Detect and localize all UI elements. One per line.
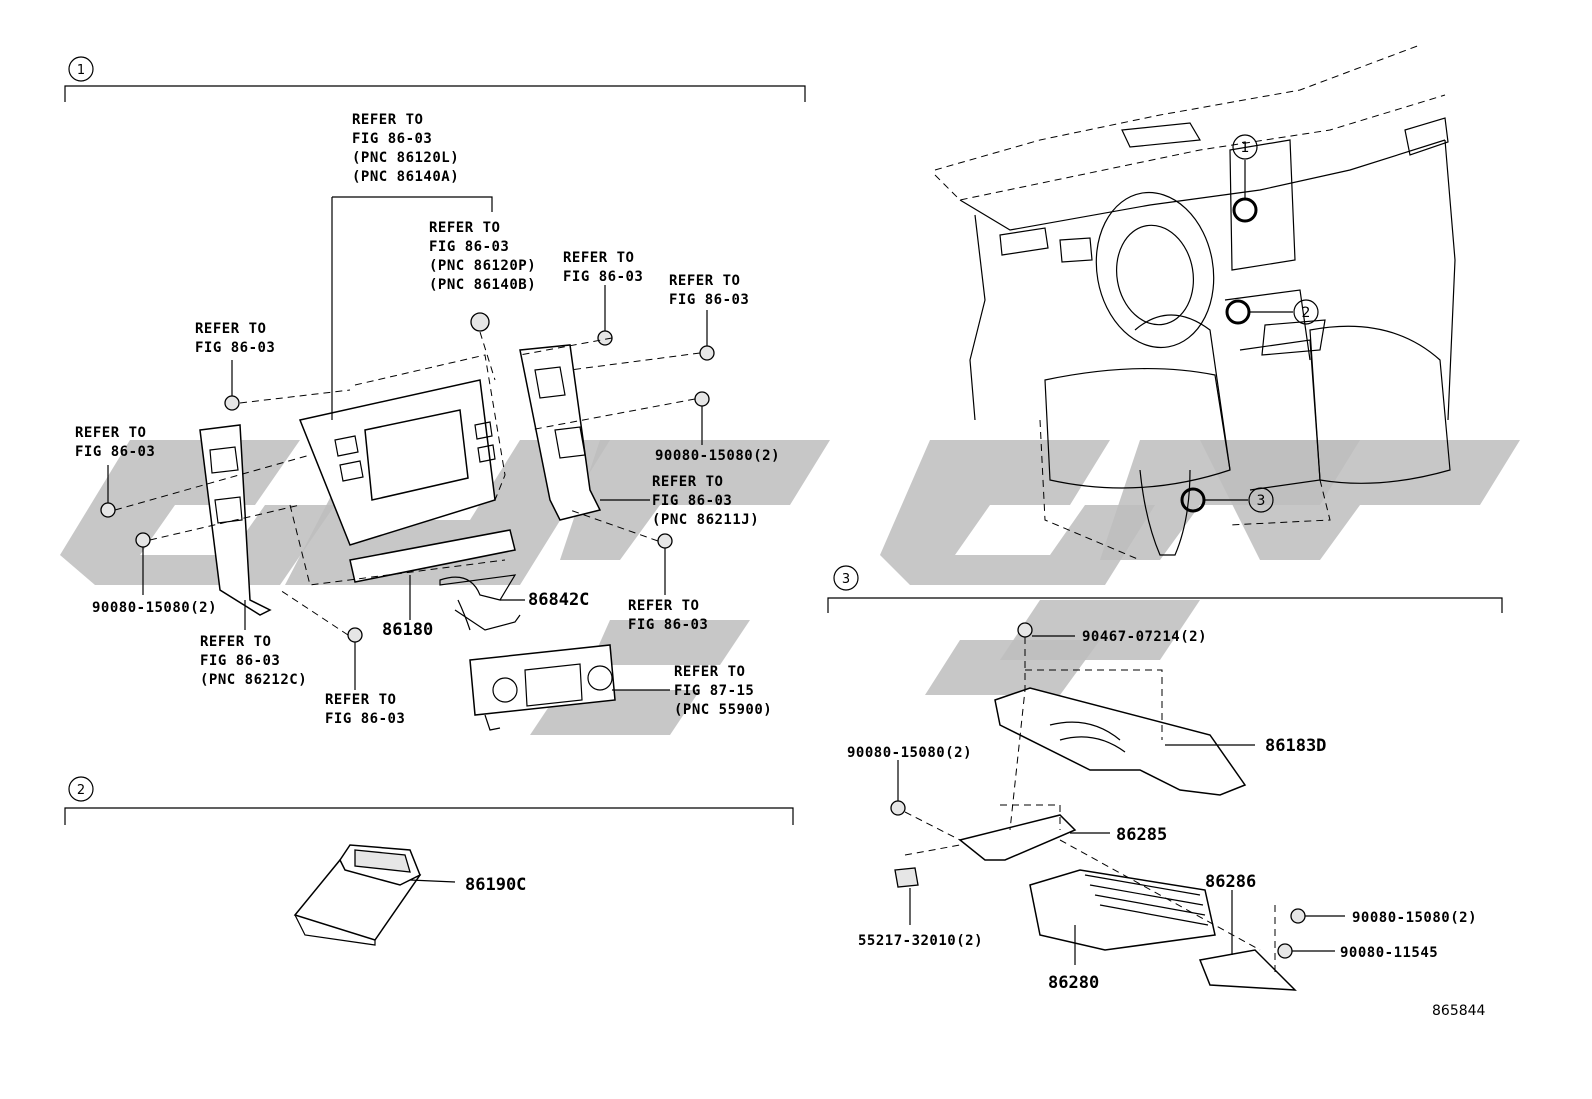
bolt-icon	[699, 345, 715, 361]
section-1-number: 1	[77, 63, 85, 78]
svg-text:REFER TO: REFER TO	[75, 425, 146, 441]
part-number-86183D: 86183D	[1265, 736, 1326, 756]
refer-climate-callout: REFER TO FIG 87-15 (PNC 55900)	[674, 664, 772, 718]
amplifier-cover-86183D	[994, 687, 1247, 796]
bolt-icon	[1017, 622, 1033, 638]
svg-text:FIG 86-03: FIG 86-03	[628, 617, 708, 633]
bolt-icon	[347, 627, 363, 643]
svg-text:REFER TO: REFER TO	[352, 112, 423, 128]
refer-bottom-bolt-callout: REFER TO FIG 86-03	[325, 692, 405, 727]
section-1-marker	[68, 56, 94, 82]
section-1-labels: REFER TO FIG 86-03 (PNC 86120L) (PNC 861…	[75, 112, 780, 727]
svg-text:REFER TO: REFER TO	[652, 474, 723, 490]
section-3-marker	[833, 565, 859, 591]
bolt-icon	[657, 533, 673, 549]
part-number-90080-15080: 90080-15080(2)	[92, 600, 217, 616]
section-3-number: 3	[842, 572, 850, 587]
vehicle-marker-2-number: 2	[1302, 305, 1311, 321]
part-number-86190C: 86190C	[465, 875, 526, 895]
svg-text:REFER TO: REFER TO	[563, 250, 634, 266]
svg-text:REFER TO: REFER TO	[628, 598, 699, 614]
svg-text:FIG 86-03: FIG 86-03	[652, 493, 732, 509]
svg-text:FIG 86-03: FIG 86-03	[669, 292, 749, 308]
part-number-90080-15080: 90080-15080(2)	[1352, 910, 1477, 926]
right-bracket	[519, 344, 602, 521]
svg-text:REFER TO: REFER TO	[195, 321, 266, 337]
bolt-icon	[1290, 908, 1306, 924]
display-screen	[364, 409, 469, 501]
bolt-icon	[1277, 943, 1293, 959]
lower-trim-86180	[349, 529, 516, 583]
bolt-icon	[100, 502, 116, 518]
svg-text:REFER TO: REFER TO	[200, 634, 271, 650]
refer-left-upper-callout: REFER TO FIG 86-03	[195, 321, 275, 356]
refer-bolt-top-callout: REFER TO FIG 86-03	[563, 250, 643, 285]
diagram-id: 865844	[1432, 1003, 1486, 1019]
part-number-90080-15080: 90080-15080(2)	[847, 745, 972, 761]
svg-text:FIG 86-03: FIG 86-03	[75, 444, 155, 460]
svg-text:REFER TO: REFER TO	[669, 273, 740, 289]
part-number-86285: 86285	[1116, 825, 1167, 845]
bracket-86285	[958, 814, 1077, 861]
refer-right-lower-callout: REFER TO FIG 86-03	[628, 598, 708, 633]
svg-text:FIG 87-15: FIG 87-15	[674, 683, 754, 699]
vehicle-marker-2	[1293, 299, 1319, 325]
svg-text:REFER TO: REFER TO	[325, 692, 396, 708]
svg-text:(PNC 86120P): (PNC 86120P)	[429, 258, 536, 274]
clip-icon	[894, 867, 919, 888]
svg-text:(PNC 86211J): (PNC 86211J)	[652, 512, 759, 528]
section-2-marker	[68, 776, 94, 802]
bolt-icon	[224, 395, 240, 411]
svg-text:FIG 86-03: FIG 86-03	[563, 269, 643, 285]
svg-text:(PNC 86120L): (PNC 86120L)	[352, 150, 459, 166]
bolt-icon	[694, 391, 710, 407]
watermark-logo	[60, 440, 1520, 735]
svg-text:FIG 86-03: FIG 86-03	[429, 239, 509, 255]
section-3-parts: 90467-07214(2) 86183D 90080-15080(2) 862…	[847, 622, 1477, 993]
svg-text:(PNC 86212C): (PNC 86212C)	[200, 672, 307, 688]
svg-text:FIG 86-03: FIG 86-03	[325, 711, 405, 727]
part-number-55217-32010: 55217-32010(2)	[858, 933, 983, 949]
part-number-86280: 86280	[1048, 973, 1099, 993]
refer-bolt-right-callout: REFER TO FIG 86-03	[669, 273, 749, 308]
svg-text:FIG 86-03: FIG 86-03	[200, 653, 280, 669]
climate-control-panel	[469, 644, 616, 716]
section-1-parts	[100, 196, 715, 731]
bolt-icon	[890, 800, 906, 816]
part-number-86842C: 86842C	[528, 590, 589, 610]
bolt-icon	[135, 532, 151, 548]
svg-text:(PNC 86140B): (PNC 86140B)	[429, 277, 536, 293]
section-2-number: 2	[77, 783, 85, 798]
svg-text:(PNC 55900): (PNC 55900)	[674, 702, 772, 718]
part-number-90467-07214: 90467-07214(2)	[1082, 629, 1207, 645]
refer-left-bolt-callout: REFER TO FIG 86-03	[75, 425, 155, 460]
part-number-90080-15080: 90080-15080(2)	[655, 448, 780, 464]
bracket-86286	[1198, 949, 1297, 991]
part-number-90080-11545: 90080-11545	[1340, 945, 1438, 961]
cap-icon	[470, 312, 490, 332]
refer-right-bracket-callout: REFER TO FIG 86-03 (PNC 86211J)	[652, 474, 759, 528]
svg-text:REFER TO: REFER TO	[674, 664, 745, 680]
vehicle-interior-drawing: 1 2 3	[934, 44, 1456, 561]
vehicle-marker-3-number: 3	[1257, 493, 1266, 509]
vehicle-marker-3	[1248, 487, 1274, 513]
section-2: 2	[64, 776, 794, 825]
refer-cap-callout: REFER TO FIG 86-03 (PNC 86120P) (PNC 861…	[429, 220, 536, 293]
refer-left-bracket-callout: REFER TO FIG 86-03 (PNC 86212C)	[200, 634, 307, 688]
section-2-parts: 86190C	[293, 844, 526, 946]
part-number-86180: 86180	[382, 620, 433, 640]
svg-text:FIG 86-03: FIG 86-03	[352, 131, 432, 147]
part-number-86286: 86286	[1205, 872, 1256, 892]
section-1: 1	[64, 56, 806, 102]
section-3: 3	[827, 565, 1503, 613]
wire-harness-86842C	[439, 574, 517, 601]
svg-text:REFER TO: REFER TO	[429, 220, 500, 236]
svg-text:(PNC 86140A): (PNC 86140A)	[352, 169, 459, 185]
svg-text:FIG 86-03: FIG 86-03	[195, 340, 275, 356]
vehicle-marker-1-number: 1	[1241, 140, 1250, 156]
vehicle-marker-1	[1232, 134, 1258, 160]
refer-center-callout: REFER TO FIG 86-03 (PNC 86120L) (PNC 861…	[352, 112, 459, 185]
